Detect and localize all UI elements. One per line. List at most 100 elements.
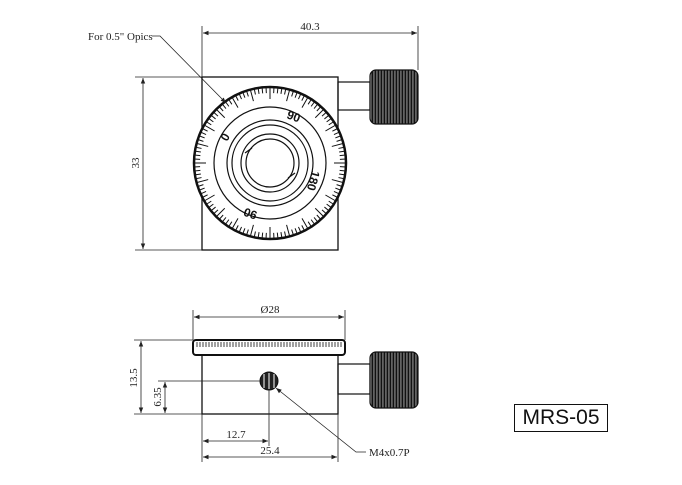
dial-tick [197,184,204,187]
dial-tick [246,229,249,236]
dial-tick [301,225,305,231]
dial-tick [307,98,312,105]
dial-tick [331,142,344,147]
dial-tick [215,108,226,119]
side-adjuster-stem [337,363,371,395]
dial-tick [205,200,212,205]
dial-tick [324,114,330,120]
dial-tick [294,228,298,235]
dial-tick [325,194,337,202]
dial-tick [235,95,239,101]
dial-tick [221,103,227,109]
dial-tick [203,194,215,202]
dial-label-180: 180 [304,169,323,192]
rotation-dial: 0 90 180 90 [192,85,348,241]
dial-tick [294,91,298,98]
dial-tick [208,117,214,123]
dial-tick [235,225,239,231]
dial-tick [339,154,346,157]
dial-tick [291,90,294,97]
dial-tick [194,169,201,172]
hole-height-label: 6.35 [152,387,164,407]
dial-tick [310,219,316,225]
dial-tick [195,177,202,180]
dial-tick [316,106,322,112]
dial-tick [200,131,207,135]
dial-tick [301,95,305,101]
dial-tick [213,209,219,215]
height-top-label: 33 [130,157,142,169]
hole-offset-label: 12.7 [226,429,246,441]
dial-tick [242,91,246,98]
dial-tick [301,96,309,108]
dial-tick [205,121,212,126]
dial-tick [208,203,214,209]
side-adjuster-knob [369,351,419,409]
dial-tick [335,187,342,191]
dial-tick [198,187,205,191]
dial-tick [332,194,338,198]
dial-tick [301,218,309,230]
dial-tick [276,87,279,94]
height-bottom-label: 13.5 [128,368,140,388]
dial-tick [238,226,242,233]
optic-note: For 0.5" Opics [88,31,153,43]
dial-tick [321,111,327,117]
dial-tick [257,87,260,94]
dial-tick [253,231,256,238]
dial-tick [336,139,343,142]
dial-tick [310,101,316,107]
dial-tick [195,146,202,149]
dial-tick [314,108,325,119]
flange-ticks [196,342,342,347]
dial-tick [253,88,256,95]
dial-tick [339,169,346,172]
dial-tick [336,184,343,187]
thread-note: M4x0.7P [369,447,410,459]
dial-tick [213,111,219,117]
thread-leader [275,387,366,453]
dial-tick [198,135,205,139]
dial-tick [246,90,249,97]
dial-tick [286,224,291,237]
top-view: 0 90 180 90 40.3 33 For 0.5" Opics [88,21,419,251]
dia-bottom-label: Ø28 [261,304,280,316]
optic-leader [152,35,227,104]
width-top-label: 40.3 [300,21,320,33]
dial-tick [200,191,207,195]
dial-tick [313,217,319,223]
dial-tick [328,200,335,205]
dial-tick [324,206,330,212]
dial-tick [202,128,208,132]
dial-tick [238,93,242,100]
dial-tick [328,121,335,126]
dial-tick [326,203,332,209]
dial-tick [197,139,204,142]
dial-tick [333,131,340,135]
dial-tick [325,124,337,132]
dial-tick [286,89,291,102]
width-bottom-label: 25.4 [260,445,280,457]
dial-tick [335,135,342,139]
dial-tick [249,224,254,237]
dial-tick [196,179,209,184]
dial-tick [215,207,226,218]
dial-ticks [194,87,346,239]
dial-tick [210,206,216,212]
dial-tick [218,214,224,220]
dial-tick [284,88,287,95]
dial-tick [194,150,201,153]
dial-tick [276,232,279,239]
dial-tick [231,218,239,230]
dial-tick [291,229,294,236]
dial-tick [224,219,230,225]
dial-tick [231,96,239,108]
dial-tick [338,146,345,149]
dial-tick [194,173,201,176]
dial-tick [261,87,264,94]
dial-tick [257,232,260,239]
dial-tick [242,228,246,235]
adjuster-knob [369,69,419,125]
dial-tick [339,173,346,176]
